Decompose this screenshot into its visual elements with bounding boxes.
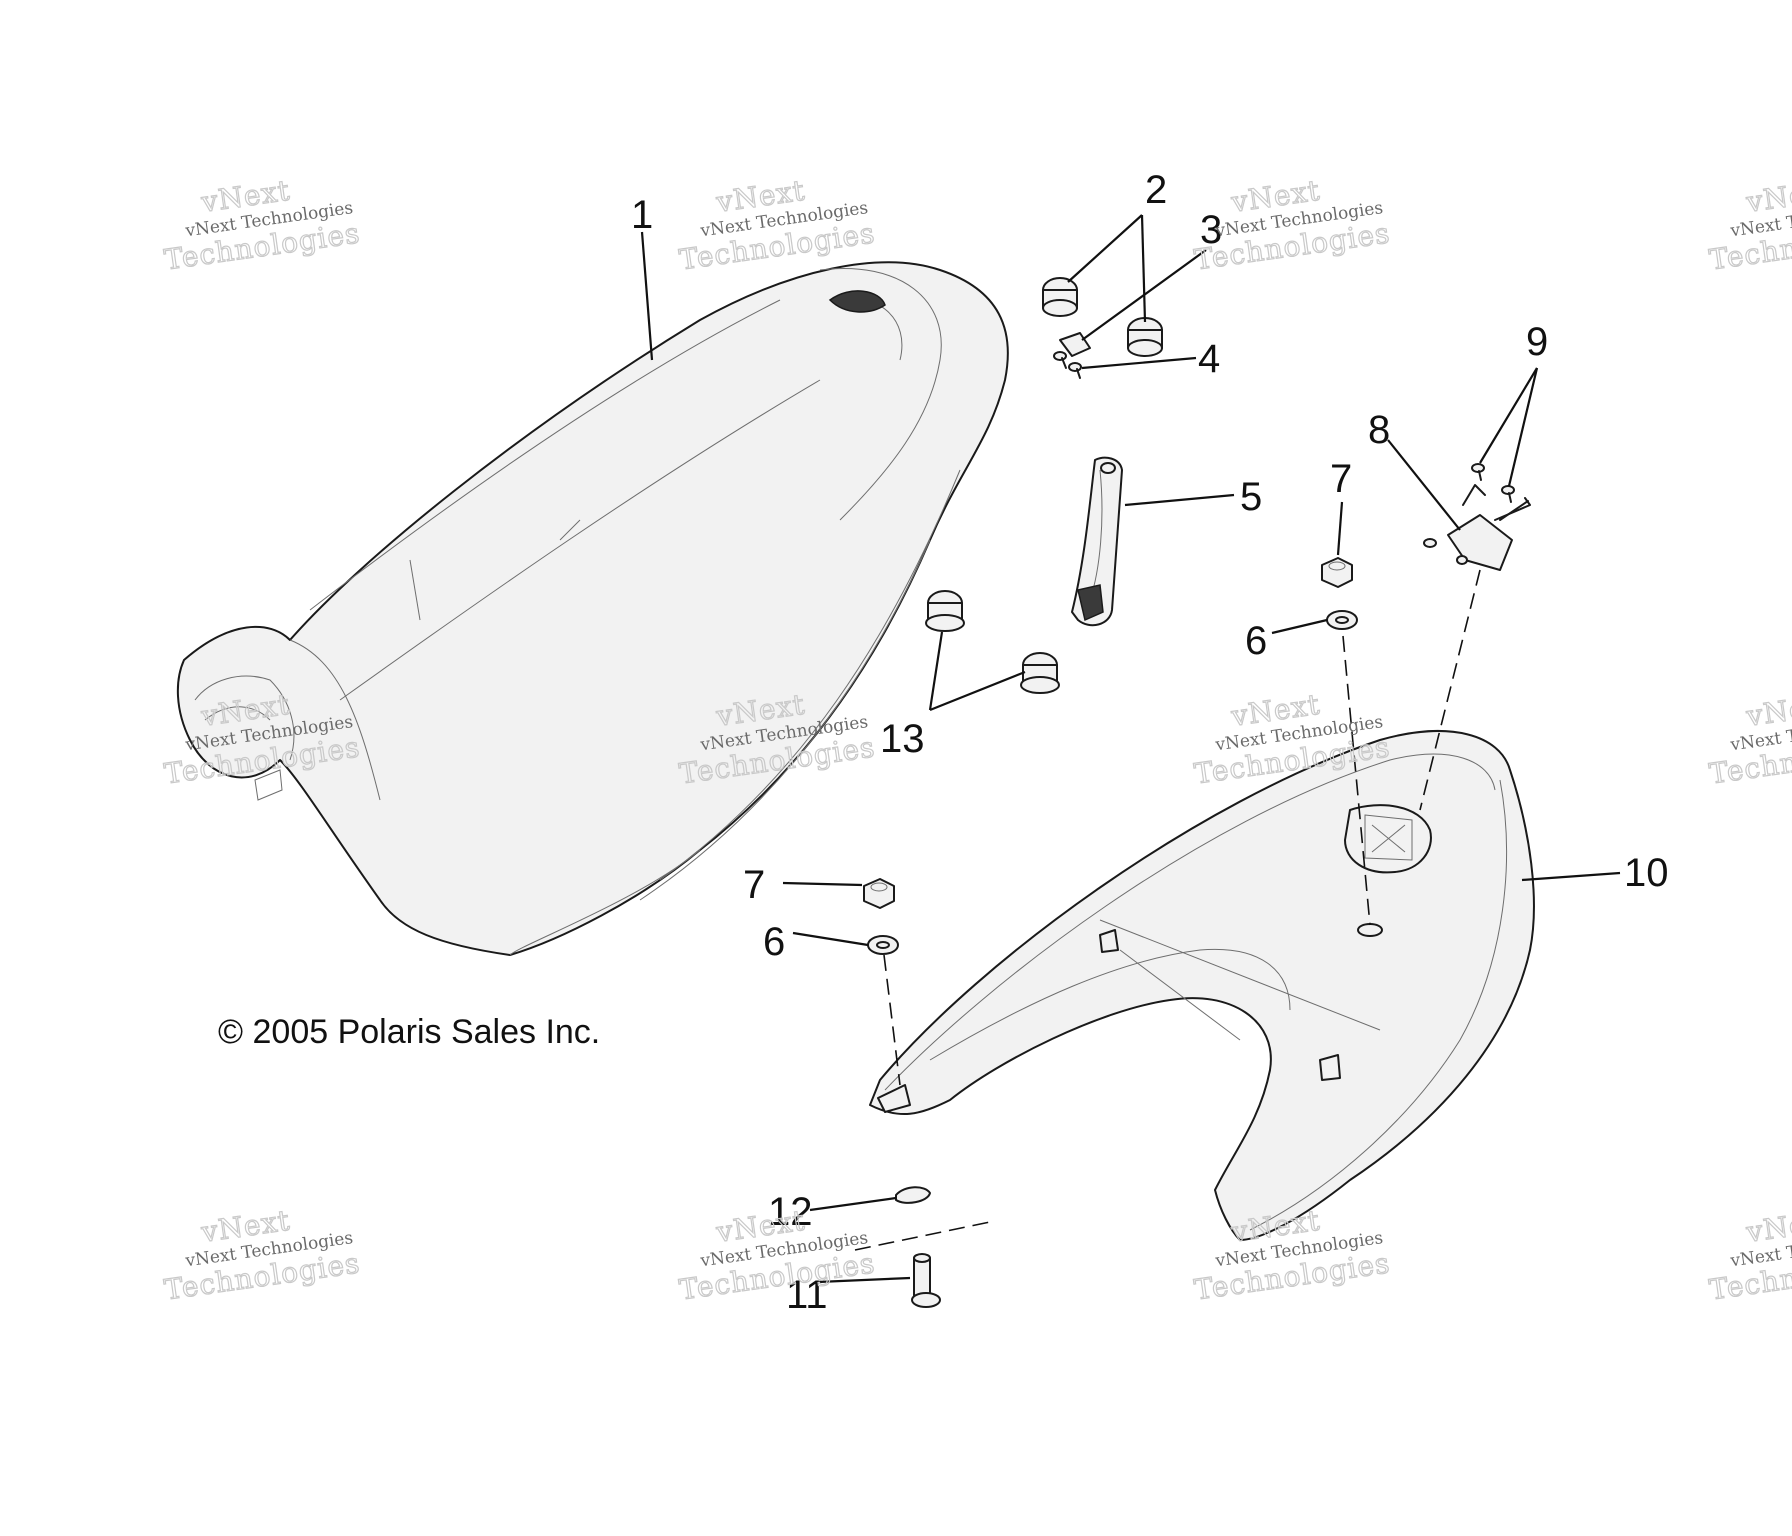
watermark: vNext vNext Technologies Technologies bbox=[162, 687, 363, 791]
bolt-part-11 bbox=[911, 1253, 941, 1308]
callout-4: 4 bbox=[1198, 337, 1220, 381]
watermark: vNext vNext Technologies Technologies bbox=[162, 1203, 363, 1307]
callout-6b: 6 bbox=[763, 920, 785, 964]
callout-1: 1 bbox=[631, 193, 653, 237]
seat-base-part-10 bbox=[869, 730, 1535, 1241]
callout-7b: 7 bbox=[743, 863, 765, 907]
screw-part-4 bbox=[1053, 351, 1082, 379]
watermark: vNext vNext Technologies Technologies bbox=[1707, 173, 1792, 277]
washer-part-6a bbox=[1326, 610, 1358, 630]
leader-lines bbox=[640, 214, 1621, 1284]
strap-part-5 bbox=[1071, 456, 1123, 627]
copyright-text: © 2005 Polaris Sales Inc. bbox=[218, 1013, 600, 1051]
latch-part-8 bbox=[1423, 484, 1531, 571]
nut-part-7a bbox=[1321, 557, 1353, 588]
watermark: vNext vNext Technologies Technologies bbox=[162, 173, 363, 277]
callout-3: 3 bbox=[1200, 208, 1222, 252]
watermark-top: vNext bbox=[1744, 688, 1792, 733]
callout-12: 12 bbox=[768, 1190, 813, 1234]
watermark-top: vNext bbox=[1744, 174, 1792, 219]
rivet-part-9 bbox=[1471, 463, 1515, 503]
callouts: 1 2 3 4 5 7 6 8 9 10 13 7 6 12 11 bbox=[631, 168, 1669, 1317]
watermark: vNext vNext Technologies Technologies bbox=[1192, 173, 1393, 277]
callout-7a: 7 bbox=[1330, 457, 1352, 501]
callout-8: 8 bbox=[1368, 408, 1390, 452]
callout-10: 10 bbox=[1624, 851, 1669, 895]
watermark: vNext vNext Technologies Technologies bbox=[677, 173, 878, 277]
callout-2: 2 bbox=[1145, 168, 1167, 212]
watermark: vNext vNext Technologies Technologies bbox=[1707, 1203, 1792, 1307]
seat-part-1 bbox=[176, 261, 1009, 956]
callout-11: 11 bbox=[786, 1273, 828, 1317]
watermark-top: vNext bbox=[1744, 1204, 1792, 1249]
watermark: vNext vNext Technologies Technologies bbox=[1707, 687, 1792, 791]
callout-13: 13 bbox=[880, 717, 925, 761]
washer-part-6b bbox=[867, 935, 899, 955]
watermark: vNext vNext Technologies Technologies bbox=[1192, 1203, 1393, 1307]
grommet-part-13 bbox=[925, 590, 1060, 694]
callout-5: 5 bbox=[1240, 475, 1262, 519]
nut-part-7b bbox=[863, 878, 895, 909]
callout-6a: 6 bbox=[1245, 619, 1267, 663]
bumper-part-2 bbox=[1042, 277, 1163, 357]
watermark: vNext vNext Technologies Technologies bbox=[677, 1203, 878, 1307]
washer-part-12 bbox=[895, 1186, 931, 1204]
watermark-grid: vNext vNext Technologies Technologies vN… bbox=[162, 173, 1792, 1307]
callout-9: 9 bbox=[1526, 320, 1548, 364]
